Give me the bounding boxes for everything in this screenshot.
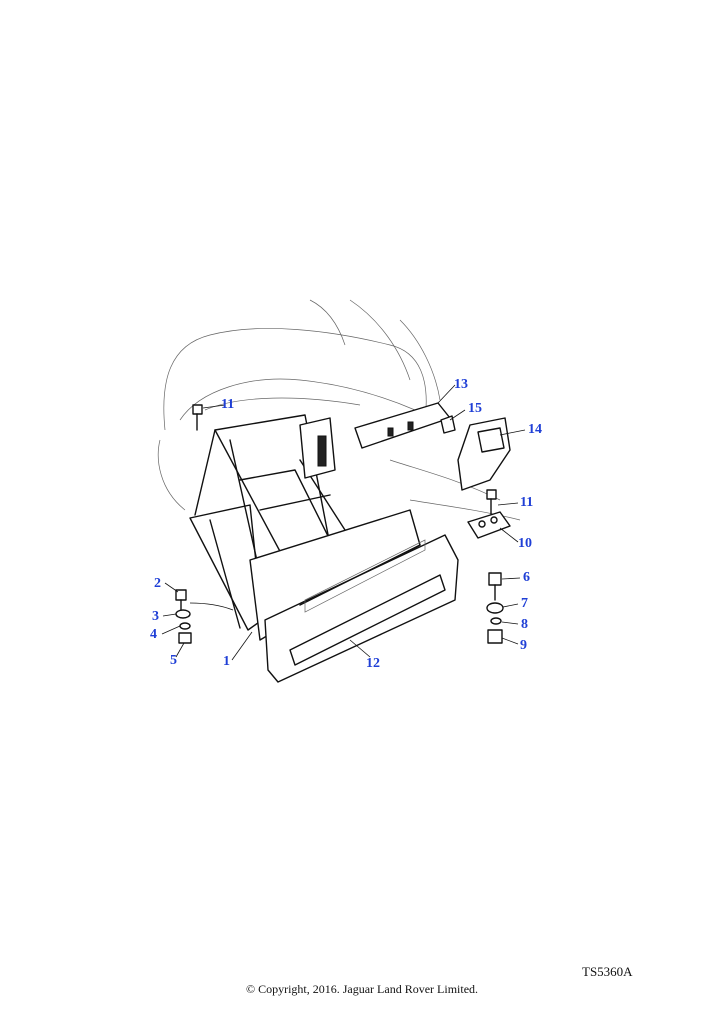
callout-8: 8 <box>521 617 528 632</box>
callout-1: 1 <box>223 654 230 669</box>
callout-11-right: 11 <box>520 495 534 510</box>
callout-11-top: 11 <box>221 397 235 412</box>
fastener-bolt-11a <box>192 404 203 431</box>
callout-5: 5 <box>170 653 177 668</box>
drawing-reference: TS5360A <box>582 964 633 979</box>
fastener-set-right <box>486 572 504 644</box>
mounting-bracket <box>467 511 511 539</box>
callout-12: 12 <box>366 656 380 671</box>
copyright-notice: © Copyright, 2016. Jaguar Land Rover Lim… <box>245 982 479 996</box>
clip <box>440 415 456 434</box>
fastener-bolt-11b <box>486 489 497 515</box>
leader-lines <box>161 384 526 661</box>
callout-14: 14 <box>528 422 542 437</box>
seat-handle <box>457 417 511 491</box>
callout-9: 9 <box>520 638 527 653</box>
seat-side-trim <box>264 534 459 683</box>
callout-2: 2 <box>154 576 161 591</box>
callout-3: 3 <box>152 609 159 624</box>
callout-10: 10 <box>518 536 532 551</box>
callout-4: 4 <box>150 627 157 642</box>
seat-cushion-outline <box>157 299 521 521</box>
valance-trim <box>354 402 451 449</box>
fastener-set-left <box>175 589 192 644</box>
callout-13: 13 <box>454 377 468 392</box>
callout-6: 6 <box>523 570 530 585</box>
callout-7: 7 <box>521 596 528 611</box>
callout-15: 15 <box>468 401 482 416</box>
